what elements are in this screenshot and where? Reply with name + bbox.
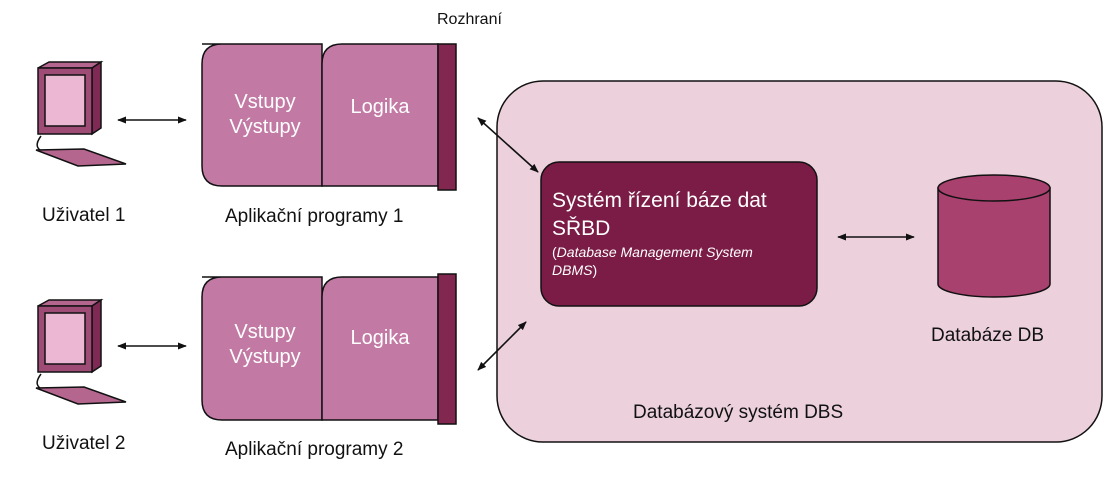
io-box <box>201 43 323 187</box>
app-caption: Aplikační programy 1 <box>225 206 403 227</box>
database-label: Databáze DB <box>931 325 1044 346</box>
logic-label: Logika <box>351 96 411 118</box>
database-cylinder-icon <box>937 174 1051 298</box>
user-label: Uživatel 2 <box>42 433 125 454</box>
logic-box <box>321 276 439 421</box>
io-box <box>201 276 323 421</box>
logic-box <box>321 43 439 187</box>
io-label-line2: Výstupy <box>229 346 300 368</box>
dbms-title-line1: Systém řízení báze dat <box>552 189 767 212</box>
app-caption: Aplikační programy 2 <box>225 439 403 460</box>
io-label-line1: Vstupy <box>234 91 295 113</box>
user-label: Uživatel 1 <box>42 205 125 226</box>
io-label-line2: Výstupy <box>229 116 300 138</box>
app2-dbms-arrow <box>477 321 527 371</box>
computer-icon <box>35 298 127 405</box>
dbms-title-line2: SŘBD <box>552 217 610 240</box>
interface-bar <box>437 273 457 425</box>
dbms-subtitle-line2: DBMS) <box>552 262 597 278</box>
dbms-subtitle-line1: (Database Management System <box>552 244 753 260</box>
app-group-2: Vstupy Výstupy Logika Aplikační programy… <box>201 273 457 460</box>
io-label-line1: Vstupy <box>234 321 295 343</box>
logic-label: Logika <box>351 327 411 349</box>
interface-bar <box>437 43 457 191</box>
computer-icon <box>35 60 127 167</box>
app-group-1: Vstupy Výstupy Logika Aplikační programy… <box>201 43 457 227</box>
interface-label: Rozhraní <box>437 11 502 28</box>
dbs-label: Databázový systém DBS <box>633 402 843 423</box>
dbms-box <box>540 161 818 307</box>
app1-dbms-arrow <box>477 117 539 173</box>
